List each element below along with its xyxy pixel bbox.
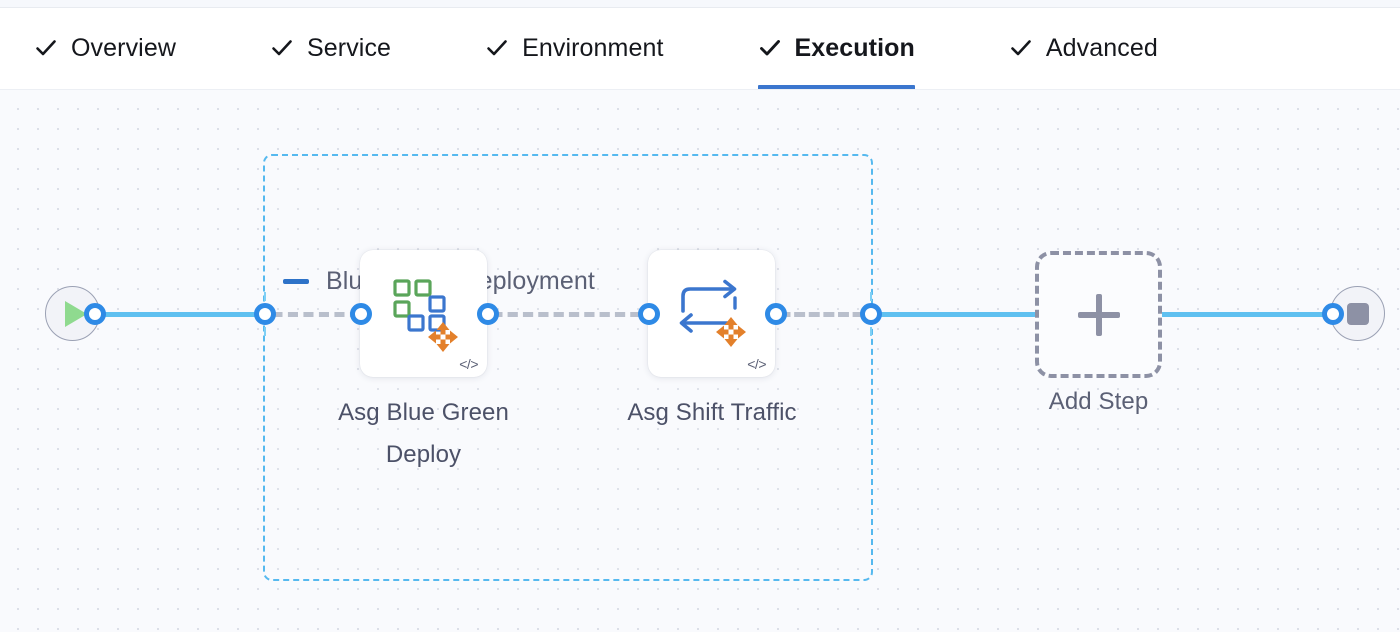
- connector-start: [97, 312, 267, 317]
- tab-label: Service: [307, 33, 392, 62]
- step-label-asg-shift-traffic: Asg Shift Traffic: [627, 399, 797, 426]
- tab-execution[interactable]: Execution: [757, 8, 915, 90]
- connector-addstep-to-end: [1160, 312, 1335, 317]
- step-node-asg-blue-green-deploy[interactable]: </>: [360, 250, 487, 377]
- plus-icon-vertical: [1095, 293, 1102, 336]
- asg-blue-green-deploy-icon: [360, 250, 487, 377]
- connector-dot-step1-left[interactable]: [350, 303, 372, 325]
- connector-dot-step1-right[interactable]: [477, 303, 499, 325]
- pipeline-canvas[interactable]: Blue Green Deployment: [0, 89, 1400, 632]
- tab-overview[interactable]: Overview: [34, 8, 176, 88]
- code-badge: </>: [747, 356, 766, 372]
- tab-label: Advanced: [1045, 33, 1158, 62]
- check-icon: [1009, 36, 1033, 60]
- check-icon: [34, 36, 58, 60]
- asg-shift-traffic-icon: [648, 250, 775, 377]
- connector-dot-group-left[interactable]: [254, 303, 276, 325]
- active-tab-underline: [757, 85, 915, 90]
- connector-step2-to-group: [778, 312, 872, 317]
- play-icon: [64, 300, 87, 327]
- step-group-container[interactable]: [263, 154, 873, 581]
- connector-group-to-step1: [270, 312, 362, 317]
- tab-service[interactable]: Service: [270, 8, 391, 88]
- step-node-asg-shift-traffic[interactable]: </>: [648, 250, 775, 377]
- connector-dot-group-right[interactable]: [860, 303, 882, 325]
- stop-icon: [1346, 302, 1369, 325]
- check-icon: [485, 36, 509, 60]
- add-step-button[interactable]: [1035, 251, 1162, 378]
- tab-label: Execution: [794, 33, 915, 62]
- minus-icon[interactable]: [283, 279, 309, 284]
- stage-tab-bar: Overview Service Environment Execution: [0, 8, 1400, 90]
- connector-dot-end[interactable]: [1322, 303, 1344, 325]
- tab-advanced[interactable]: Advanced: [1009, 8, 1158, 88]
- connector-group-to-addstep: [874, 312, 1037, 317]
- connector-dot-start[interactable]: [84, 303, 106, 325]
- code-badge: </>: [459, 356, 478, 372]
- check-icon: [758, 36, 782, 60]
- tab-label: Environment: [522, 33, 664, 62]
- connector-dot-step2-right[interactable]: [765, 303, 787, 325]
- add-step-label: Add Step: [1048, 388, 1149, 415]
- tab-label: Overview: [71, 33, 176, 62]
- top-strip: [0, 0, 1400, 8]
- check-icon: [270, 36, 294, 60]
- connector-step1-to-step2: [490, 312, 650, 317]
- tab-environment[interactable]: Environment: [485, 8, 663, 88]
- step-label-asg-blue-green-deploy: Asg Blue Green Deploy: [338, 399, 509, 468]
- connector-dot-step2-left[interactable]: [638, 303, 660, 325]
